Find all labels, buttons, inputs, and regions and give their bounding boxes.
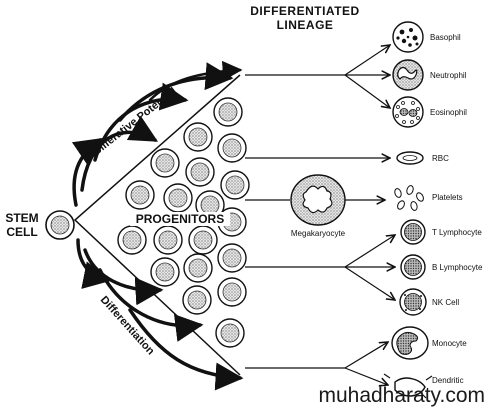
progenitors-label-bg <box>130 212 230 226</box>
progenitor-cell <box>150 148 180 178</box>
eosinophil-label: Eosinophil <box>430 108 467 117</box>
progenitor-cells <box>117 97 250 348</box>
neutrophil-label: Neutrophil <box>430 71 467 80</box>
rbc-cell <box>396 151 424 165</box>
stem-cell-label-line2: CELL <box>6 225 37 239</box>
monocyte-cell <box>391 326 429 360</box>
progenitor-cell <box>185 157 215 187</box>
progenitor-cell <box>217 133 247 163</box>
header-line1: DIFFERENTIATED <box>250 4 359 18</box>
header-line2: LINEAGE <box>277 18 334 32</box>
rbc-label: RBC <box>432 154 449 163</box>
proliferative-arrows <box>71 60 243 207</box>
monocyte-label: Monocyte <box>432 339 467 348</box>
platelets-label: Platelets <box>432 193 463 202</box>
b-lymphocyte-label: B Lymphocyte <box>432 263 483 272</box>
progenitors-label: PROGENITORS <box>136 212 224 226</box>
progenitor-cell <box>215 318 245 348</box>
progenitor-cell <box>153 225 183 255</box>
progenitor-cell <box>183 122 213 152</box>
nk-cell <box>399 288 427 316</box>
basophil-cell <box>392 21 424 53</box>
progenitor-cell <box>213 97 243 127</box>
t-lymphocyte-cell <box>400 219 426 245</box>
progenitor-cell <box>117 225 147 255</box>
stem-cell-label-line1: STEM <box>5 211 38 225</box>
megakaryocyte-cell <box>290 174 346 226</box>
differentiation-arrows <box>76 238 244 391</box>
progenitor-cell <box>220 170 250 200</box>
stem-cell <box>45 210 75 240</box>
progenitor-cell <box>182 285 212 315</box>
progenitor-cell <box>163 183 193 213</box>
basophil-label: Basophil <box>430 33 461 42</box>
progenitor-cell <box>150 257 180 287</box>
eosinophil-cell <box>392 96 424 128</box>
t-lymphocyte-label: T Lymphocyte <box>432 228 482 237</box>
progenitor-cell <box>125 180 155 210</box>
neutrophil-cell <box>392 59 424 91</box>
progenitor-cell <box>188 225 218 255</box>
progenitor-cell <box>183 253 213 283</box>
b-lymphocyte-cell <box>400 254 426 280</box>
progenitor-cell <box>217 243 247 273</box>
dendritic-label: Dendritic <box>432 376 464 385</box>
megakaryocyte-label: Megakaryocyte <box>291 229 346 238</box>
nk-cell-label: NK Cell <box>432 298 459 307</box>
progenitor-cell <box>217 277 247 307</box>
lineage-lines <box>245 45 395 385</box>
watermark: muhadharaty.com <box>318 384 485 407</box>
platelets-icon <box>394 185 424 211</box>
dendritic-cell <box>383 373 433 399</box>
